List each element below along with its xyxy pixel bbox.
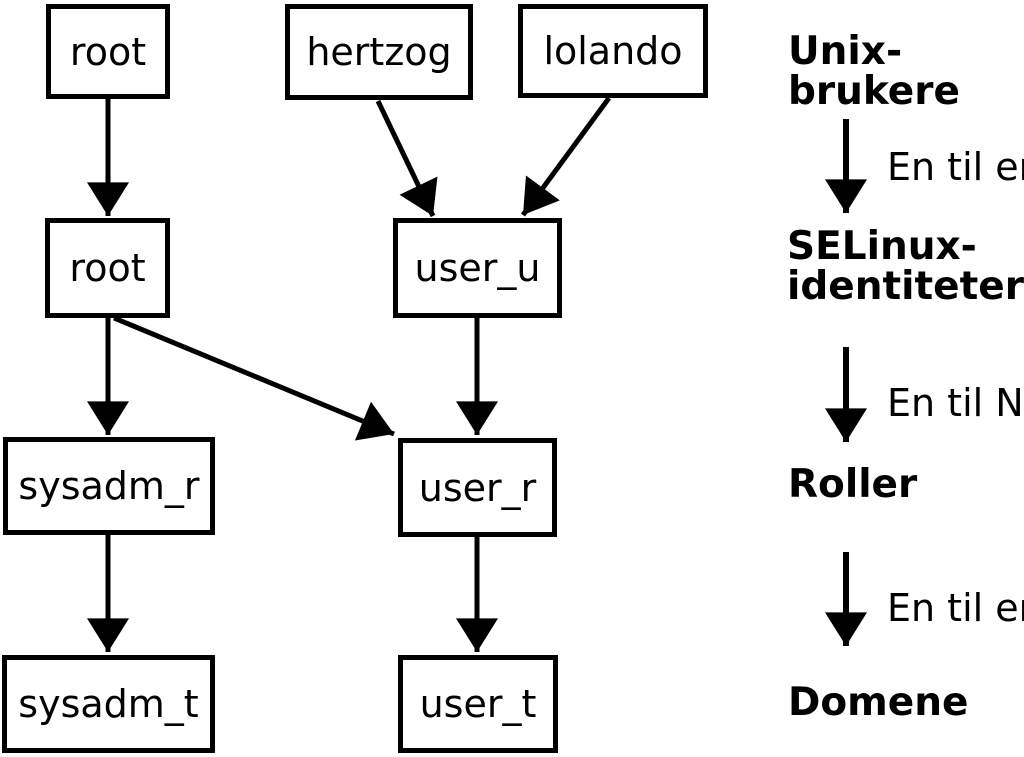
node-label: user_r [418, 465, 537, 510]
legend-relation-one-to-n: En til N [887, 381, 1024, 425]
node-label: user_u [414, 246, 541, 290]
legend-level-selinux-identities: SELinux- identiteter [787, 224, 1024, 309]
node-label: root [69, 246, 146, 290]
edge-hertzog-to-user-u [375, 99, 438, 218]
node-label: hertzog [306, 30, 452, 74]
node-label: sysadm_t [18, 682, 199, 726]
legend-relation-one-to-one-2: En til en [887, 586, 1024, 630]
node-selinux-identity-user-u: user_u [393, 218, 562, 318]
node-label: user_t [419, 682, 537, 726]
legend-level-domains: Domene [788, 680, 969, 725]
node-domain-sysadm-t: sysadm_t [2, 655, 215, 753]
legend-level-roles: Roller [788, 462, 918, 507]
node-domain-user-t: user_t [398, 655, 558, 753]
edge-lolando-to-user-u [520, 96, 612, 217]
node-label: lolando [543, 29, 683, 73]
node-unix-user-hertzog: hertzog [285, 4, 473, 100]
node-label: sysadm_r [18, 464, 200, 508]
node-selinux-identity-root: root [45, 218, 170, 318]
legend-level-unix-users: Unix-brukere [788, 29, 960, 114]
node-role-sysadm-r: sysadm_r [3, 437, 215, 535]
edge-identity-root-to-user-r [113, 315, 395, 441]
node-role-user-r: user_r [398, 438, 557, 537]
node-unix-user-lolando: lolando [518, 4, 708, 98]
node-label: root [69, 29, 147, 74]
legend-relation-one-to-one-1: En til en [887, 145, 1024, 189]
node-unix-user-root: root [46, 4, 170, 99]
